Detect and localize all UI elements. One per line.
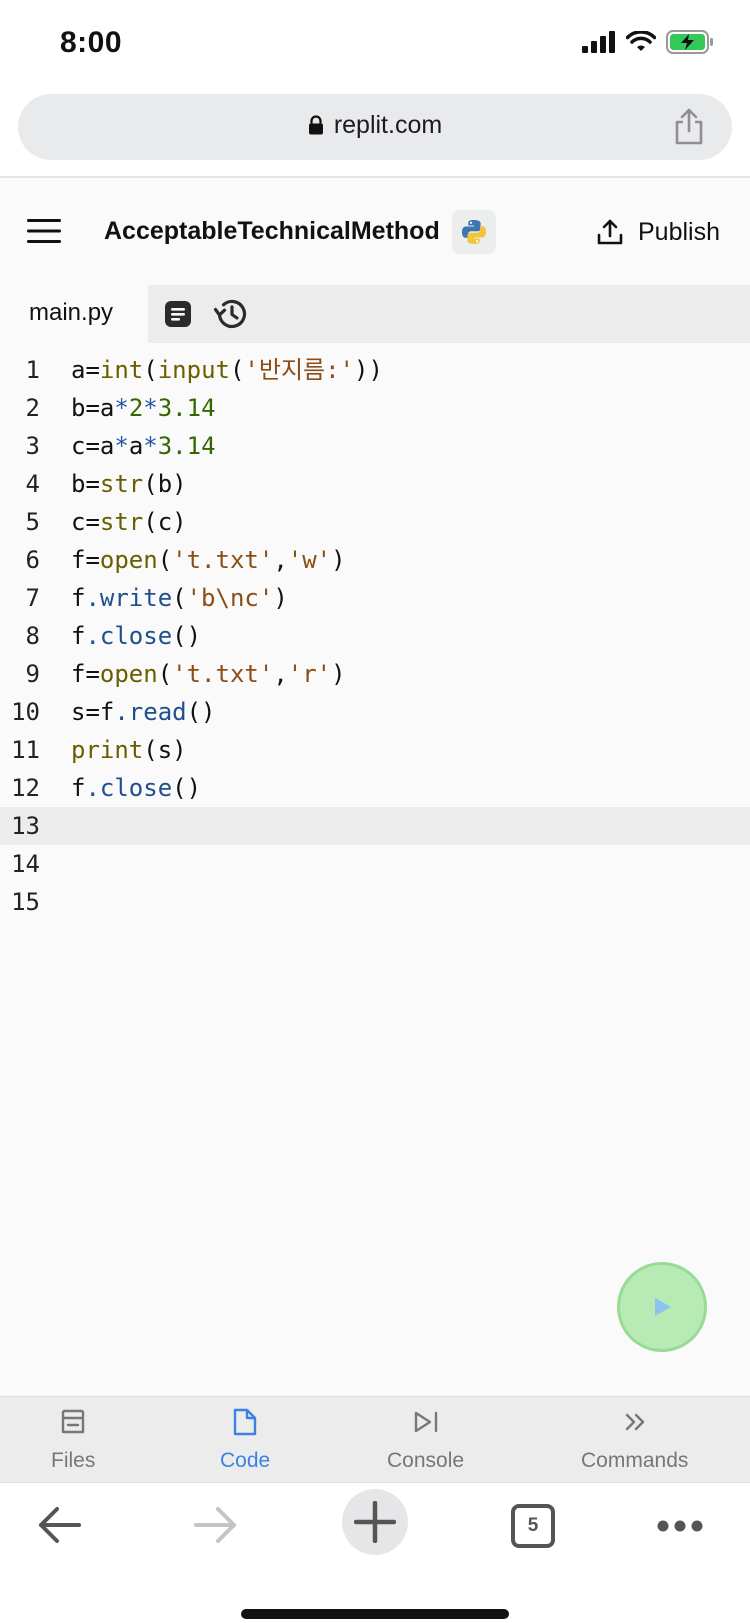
plus-icon (354, 1501, 396, 1543)
line-code[interactable]: f.close() (71, 622, 202, 650)
tab-filename: main.py (29, 299, 114, 326)
line-code[interactable]: f.write('b\nc') (71, 584, 288, 612)
line-number: 10 (11, 698, 40, 726)
code-line[interactable]: 14 (0, 845, 750, 883)
line-number: 14 (11, 850, 40, 878)
line-number: 3 (25, 432, 40, 460)
nav-code-label: Code (220, 1449, 271, 1472)
play-icon (655, 1298, 671, 1316)
console-icon (414, 1411, 437, 1433)
code-line[interactable]: 12 f.close() (0, 769, 750, 807)
url-bar[interactable]: replit.com (18, 94, 732, 160)
nav-commands[interactable]: Commands (581, 1405, 688, 1473)
line-code[interactable]: b=str(b) (71, 470, 187, 498)
line-number: 2 (25, 394, 40, 422)
tab-main-py[interactable]: main.py (0, 285, 148, 343)
code-line[interactable]: 3 c=a*a*3.14 (0, 427, 750, 465)
code-line[interactable]: 15 (0, 883, 750, 921)
line-number: 12 (11, 774, 40, 802)
line-number: 13 (11, 812, 40, 840)
file-code-icon (233, 1408, 257, 1436)
line-code[interactable]: f=open('t.txt','r') (71, 660, 346, 688)
tabs-count: 5 (527, 1515, 539, 1536)
line-code[interactable]: c=a*a*3.14 (71, 432, 216, 460)
language-badge (452, 210, 496, 254)
nav-console[interactable]: Console (387, 1405, 464, 1473)
line-code[interactable]: f=open('t.txt','w') (71, 546, 346, 574)
signal-icon (582, 31, 615, 53)
app-header: AcceptableTechnicalMethod Publish (0, 180, 750, 285)
line-number: 4 (25, 470, 40, 498)
url-text: replit.com (333, 111, 443, 139)
home-indicator (241, 1609, 509, 1619)
line-number: 9 (25, 660, 40, 688)
code-line-current[interactable]: 13 (0, 807, 750, 845)
python-logo-icon (462, 220, 486, 244)
run-button[interactable] (617, 1262, 707, 1352)
line-code[interactable]: a=int(input('반지름:')) (71, 356, 383, 384)
nav-commands-label: Commands (581, 1449, 689, 1472)
line-code[interactable]: print(s) (71, 736, 187, 764)
lock-icon (308, 115, 323, 135)
publish-label: Publish (638, 217, 720, 246)
code-line[interactable]: 7 f.write('b\nc') (0, 579, 750, 617)
line-code[interactable]: s=f.read() (71, 698, 216, 726)
share-icon[interactable] (672, 107, 706, 145)
file-outline-icon[interactable] (163, 299, 193, 329)
code-line[interactable]: 8 f.close() (0, 617, 750, 655)
forward-arrow-icon[interactable] (192, 1505, 240, 1545)
nav-files[interactable]: Files (51, 1405, 95, 1473)
new-tab-button[interactable] (342, 1489, 408, 1555)
browser-toolbar: 5 (0, 1482, 750, 1623)
line-code[interactable]: c=str(c) (71, 508, 187, 536)
line-number: 15 (11, 888, 40, 916)
line-number: 5 (25, 508, 40, 536)
code-line[interactable]: 10 s=f.read() (0, 693, 750, 731)
hamburger-menu-icon[interactable] (26, 216, 62, 246)
code-line[interactable]: 6 f=open('t.txt','w') (0, 541, 750, 579)
upload-icon (597, 219, 623, 245)
code-line[interactable]: 2 b=a*2*3.14 (0, 389, 750, 427)
status-time: 8:00 (60, 26, 123, 59)
history-icon[interactable] (213, 297, 249, 331)
browser-address-area: replit.com (0, 88, 750, 178)
line-number: 1 (25, 356, 40, 384)
wifi-icon (626, 31, 656, 51)
code-line[interactable]: 9 f=open('t.txt','r') (0, 655, 750, 693)
bottom-nav: Files Code Console Commands (0, 1396, 750, 1482)
line-number: 6 (25, 546, 40, 574)
tabs-count-button[interactable]: 5 (511, 1504, 555, 1548)
status-icons (582, 30, 714, 54)
publish-button[interactable]: Publish (596, 210, 720, 254)
line-number: 7 (25, 584, 40, 612)
code-line[interactable]: 4 b=str(b) (0, 465, 750, 503)
code-line[interactable]: 5 c=str(c) (0, 503, 750, 541)
line-code[interactable]: b=a*2*3.14 (71, 394, 216, 422)
repl-title[interactable]: AcceptableTechnicalMethod (104, 217, 440, 245)
nav-code[interactable]: Code (220, 1405, 270, 1473)
battery-charging-icon (666, 30, 713, 54)
line-code[interactable]: f.close() (71, 774, 202, 802)
url-display[interactable]: replit.com (18, 111, 732, 140)
code-editor[interactable]: 1 a=int(input('반지름:')) 2 b=a*2*3.14 3 c=a*a… (0, 351, 750, 1396)
line-number: 11 (11, 736, 40, 764)
files-icon (61, 1409, 85, 1434)
nav-files-label: Files (51, 1449, 96, 1472)
status-bar: 8:00 (0, 0, 750, 88)
code-line[interactable]: 11 print(s) (0, 731, 750, 769)
code-line[interactable]: 1 a=int(input('반지름:')) (0, 351, 750, 389)
nav-console-label: Console (387, 1449, 465, 1472)
editor-tab-bar: main.py (0, 285, 750, 343)
back-arrow-icon[interactable] (35, 1505, 83, 1545)
more-icon[interactable] (656, 1519, 704, 1533)
chevrons-right-icon (625, 1413, 644, 1431)
line-number: 8 (25, 622, 40, 650)
